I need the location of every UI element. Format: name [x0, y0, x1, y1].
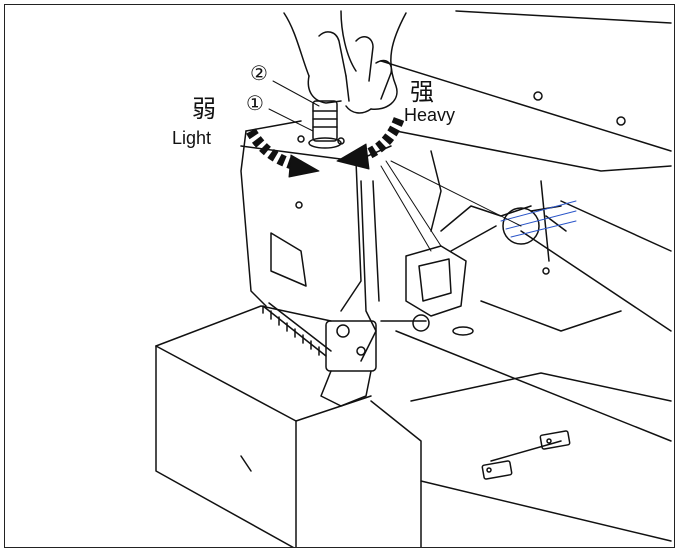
callout-2-label: ②	[250, 61, 268, 85]
leader-lines	[268, 80, 320, 132]
diagram-frame: ② ① 弱 Light 强 Heavy	[4, 4, 675, 548]
heavy-chinese-label: 强	[410, 78, 434, 106]
heavy-arrow-icon	[336, 116, 405, 170]
light-chinese-label: 弱	[192, 95, 216, 123]
work-table	[155, 305, 372, 547]
threads	[500, 200, 577, 238]
sewing-machine-illustration	[155, 10, 672, 547]
heavy-english-label: Heavy	[404, 105, 456, 125]
callout-1-label: ①	[246, 91, 264, 115]
needle-thread	[380, 160, 522, 252]
light-english-label: Light	[172, 128, 212, 148]
light-arrow-icon	[246, 128, 320, 178]
fabric-strip	[262, 302, 332, 357]
machine-base	[370, 326, 672, 547]
hand	[283, 10, 407, 114]
presser-foot	[320, 180, 430, 407]
tension-knob	[308, 100, 342, 149]
machine-back-body	[380, 10, 672, 332]
